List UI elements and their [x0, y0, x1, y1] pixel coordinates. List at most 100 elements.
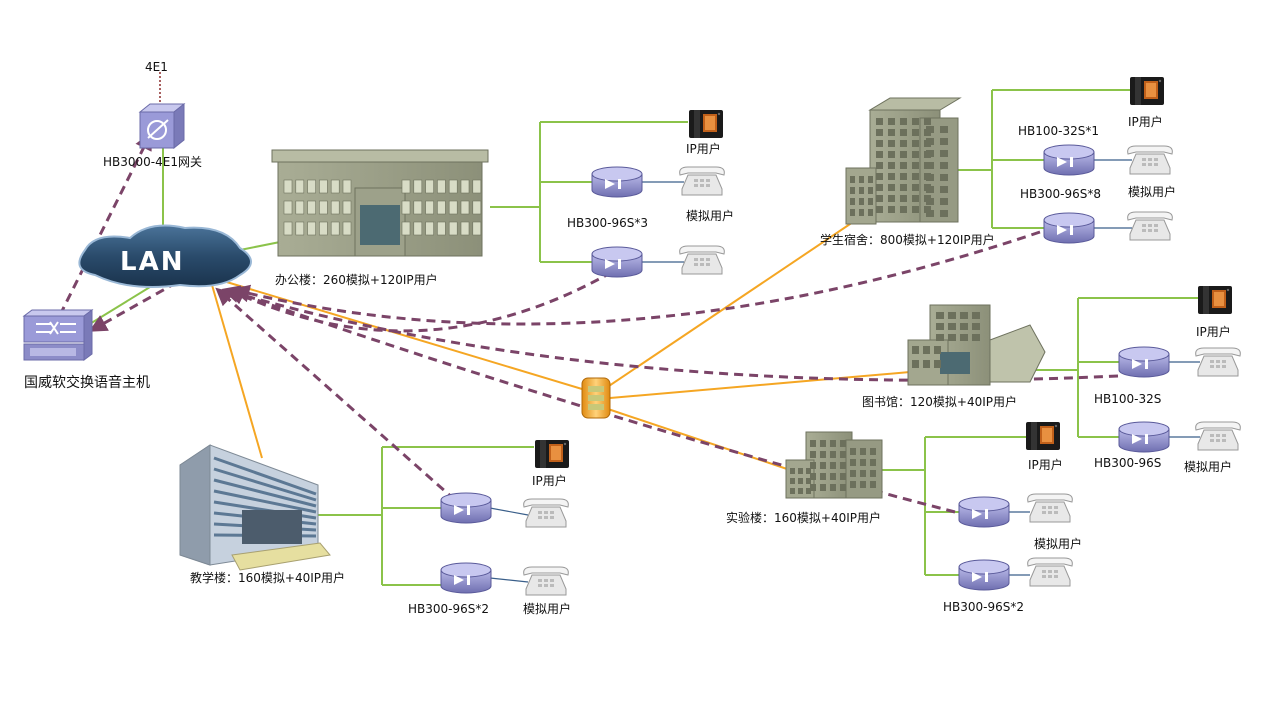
lab-label: 实验楼：160模拟+40IP用户	[726, 510, 881, 525]
window	[810, 484, 816, 491]
window	[472, 200, 482, 215]
window	[806, 488, 811, 494]
window	[868, 176, 873, 183]
window	[437, 200, 446, 215]
window	[840, 462, 846, 469]
window	[948, 334, 956, 341]
lab-analog-user-label: 模拟用户	[1034, 536, 1082, 551]
window	[876, 206, 883, 213]
window	[888, 151, 895, 158]
library-gateway1-label: HB100-32S	[1094, 392, 1161, 406]
teaching-gateway-label: HB300-96S*2	[408, 602, 489, 616]
window	[940, 138, 948, 145]
window	[900, 173, 907, 180]
window	[926, 150, 934, 157]
window	[900, 184, 907, 191]
analog-phone-icon	[523, 498, 569, 528]
office-gateway-label: HB300-96S*3	[567, 216, 648, 230]
window	[283, 179, 293, 194]
window	[926, 162, 934, 169]
window	[307, 200, 316, 215]
window	[330, 200, 340, 215]
window	[810, 440, 816, 447]
window	[401, 221, 411, 236]
window	[295, 221, 305, 236]
window	[806, 468, 811, 474]
library-label: 图书馆：120模拟+40IP用户	[862, 394, 1017, 409]
ip-phone-icon	[535, 440, 569, 468]
window	[820, 462, 826, 469]
window	[850, 459, 856, 466]
window	[912, 162, 919, 169]
window	[413, 221, 423, 236]
window	[900, 129, 907, 136]
window	[448, 200, 458, 215]
window	[810, 462, 816, 469]
window	[850, 481, 856, 488]
window	[926, 174, 934, 181]
lab-ip-user-label: IP用户	[1028, 457, 1063, 472]
window	[830, 473, 836, 480]
window	[859, 187, 864, 194]
window	[912, 140, 919, 147]
softswitch-icon	[22, 309, 94, 361]
window	[960, 312, 968, 319]
analog-phone-icon	[1195, 421, 1241, 451]
softswitch-label: 国威软交换语音主机	[24, 374, 150, 391]
gateway-router-icon	[591, 166, 643, 198]
window-band	[213, 456, 317, 496]
window	[840, 440, 846, 447]
window	[860, 481, 866, 488]
window	[960, 334, 968, 341]
analog-phone-icon	[523, 566, 569, 596]
window	[820, 473, 826, 480]
window	[342, 200, 352, 215]
window	[401, 200, 411, 215]
window-band	[213, 489, 317, 514]
lan-links	[79, 89, 1198, 586]
dorm-analog-user-label: 模拟用户	[1128, 184, 1176, 199]
window	[926, 198, 934, 205]
window	[926, 138, 934, 145]
library-ip-user-label: IP用户	[1196, 324, 1231, 339]
gateway-router-icon	[440, 492, 492, 524]
window	[924, 118, 931, 125]
window	[912, 360, 919, 368]
window	[342, 179, 352, 194]
window	[868, 198, 873, 205]
teaching-analog-user-label: 模拟用户	[523, 601, 571, 616]
library-building-icon	[907, 304, 1046, 386]
analog-phone-icon	[679, 245, 725, 275]
window	[900, 195, 907, 202]
window	[940, 186, 948, 193]
window	[472, 179, 482, 194]
window	[924, 206, 931, 213]
window	[448, 221, 458, 236]
window	[820, 484, 826, 491]
analog-phone-icon	[1195, 347, 1241, 377]
office-ip-user-label: IP用户	[686, 141, 721, 156]
window	[888, 162, 895, 169]
window	[940, 162, 948, 169]
window	[283, 200, 293, 215]
window	[876, 162, 883, 169]
window	[934, 360, 941, 368]
window	[472, 221, 482, 236]
window	[934, 346, 941, 354]
gateway-router-icon	[591, 246, 643, 278]
gateway-label: HB3000-4E1网关	[103, 155, 202, 169]
window	[798, 478, 803, 484]
window	[448, 179, 458, 194]
analog-phone-icon	[1127, 211, 1173, 241]
window	[912, 195, 919, 202]
fiber-hub-icon	[581, 377, 611, 419]
office-analog-user-label: 模拟用户	[686, 208, 734, 223]
window	[330, 179, 340, 194]
window	[425, 200, 434, 215]
window	[948, 323, 956, 330]
analog-phone-icon	[1127, 145, 1173, 175]
window	[319, 200, 328, 215]
window	[830, 462, 836, 469]
window	[940, 210, 948, 217]
